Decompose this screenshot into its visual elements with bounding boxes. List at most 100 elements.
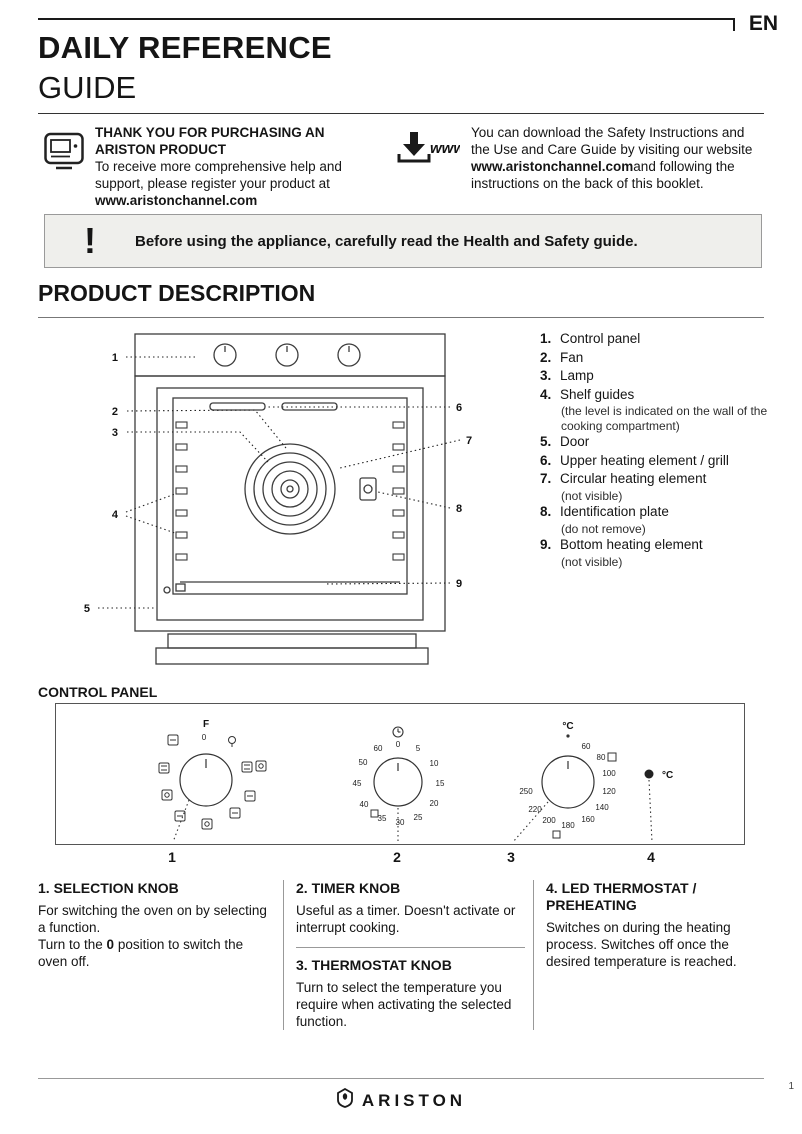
callout-leader-lines [98, 356, 461, 609]
title-divider [38, 113, 764, 114]
svg-text:160: 160 [581, 815, 595, 824]
svg-text:6: 6 [456, 402, 462, 414]
svg-text:120: 120 [602, 787, 616, 796]
brand-footer: ARISTON [0, 1087, 802, 1113]
svg-text:10: 10 [430, 759, 439, 768]
svg-text:180: 180 [561, 821, 575, 830]
svg-text:www: www [430, 140, 460, 157]
svg-text:200: 200 [542, 816, 556, 825]
selection-knob-section: 1. SELECTION KNOB For switching the oven… [38, 880, 283, 1030]
control-panel-diagram: F 0 [158, 719, 673, 843]
download-link: www.aristonchannel.com [471, 159, 634, 174]
part-item: 4.Shelf guides(the level is indicated on… [540, 386, 768, 433]
control-panel-box: F 0 [55, 703, 745, 845]
svg-text:7: 7 [466, 435, 472, 447]
parts-list: 1.Control panel 2.Fan 3.Lamp 4.Shelf gui… [540, 330, 788, 569]
language-badge: EN [748, 12, 778, 35]
svg-text:35: 35 [378, 814, 387, 823]
svg-text:80: 80 [597, 753, 606, 762]
page-title-line1: DAILY REFERENCE [38, 30, 332, 65]
exclamation-icon: ! [84, 220, 96, 261]
panel-callout-numbers: 1 2 3 4 [168, 849, 655, 865]
thermostat-knob-block: 3. THERMOSTAT KNOB Turn to select the te… [296, 947, 525, 1030]
defrost-symbol-icon [552, 830, 561, 839]
svg-text:100: 100 [602, 769, 616, 778]
part-item: 5.Door [540, 434, 590, 449]
timer-thermostat-section: 2. TIMER KNOB Useful as a timer. Doesn't… [283, 880, 533, 1030]
register-block: THANK YOU FOR PURCHASING AN ARISTON PROD… [44, 124, 396, 209]
svg-text:2: 2 [112, 406, 118, 418]
svg-text:45: 45 [353, 779, 362, 788]
www-download-icon: www [396, 130, 466, 209]
svg-text:9: 9 [456, 578, 462, 590]
shelf-guides [175, 421, 405, 561]
led-thermostat-title: 4. LED THERMOSTAT / PREHEATING [546, 880, 697, 913]
svg-text:60: 60 [582, 742, 591, 751]
intro-section: THANK YOU FOR PURCHASING AN ARISTON PROD… [44, 124, 778, 209]
part-item: 3.Lamp [540, 368, 594, 383]
oven-diagram: 1 2 3 4 5 6 7 8 9 [84, 333, 472, 665]
timer-tick-labels: 5 10 15 20 25 30 35 40 45 50 60 [353, 744, 445, 827]
svg-text:60: 60 [374, 744, 383, 753]
page-title: DAILY REFERENCE GUIDE [38, 30, 332, 106]
svg-text:15: 15 [436, 779, 445, 788]
svg-text:°C: °C [662, 770, 673, 781]
svg-text:8: 8 [456, 503, 462, 515]
part-item: 7.Circular heating element(not visible) [540, 471, 707, 503]
diagram-callout-numbers: 1 2 3 4 5 6 7 8 9 [84, 352, 472, 615]
svg-text:4: 4 [112, 509, 119, 521]
lamp-icon [228, 736, 236, 747]
register-link: www.aristonchannel.com [95, 193, 258, 208]
safety-warning-box: ! Before using the appliance, carefully … [44, 214, 762, 268]
timer-symbol-icon [370, 809, 379, 818]
svg-text:0: 0 [202, 733, 207, 742]
part-item: 9.Bottom heating element(not visible) [540, 537, 703, 569]
clock-icon [392, 726, 404, 738]
download-block: www You can download the Safety Instruct… [396, 124, 778, 209]
ariston-logo-icon [336, 1087, 354, 1113]
part-item: 2.Fan [540, 349, 584, 365]
grill-symbol-icon [607, 752, 617, 762]
svg-text:140: 140 [595, 803, 609, 812]
panel-leader-lines [172, 779, 653, 843]
oven-function-icons [158, 734, 267, 830]
part-item: 6.Upper heating element / grill [540, 452, 729, 468]
header-row: EN [38, 12, 778, 36]
svg-text:F: F [203, 719, 209, 730]
control-panel-heading: CONTROL PANEL [38, 684, 158, 700]
svg-text:20: 20 [430, 799, 439, 808]
register-heading: THANK YOU FOR PURCHASING AN ARISTON PROD… [95, 125, 325, 157]
register-body: To receive more comprehensive help and s… [95, 159, 342, 208]
svg-text:3: 3 [112, 427, 118, 439]
thermostat-tick-labels: 60 80 100 120 140 160 180 200 220 250 [519, 742, 616, 830]
page-number: 1 [788, 1081, 794, 1092]
svg-text:220: 220 [528, 805, 542, 814]
part-item: 8.Identification plate(do not remove) [540, 504, 669, 536]
download-body: You can download the Safety Instructions… [471, 125, 753, 191]
svg-text:5: 5 [416, 744, 421, 753]
knob-descriptions: 1. SELECTION KNOB For switching the oven… [38, 880, 774, 1030]
led-thermostat-section: 4. LED THERMOSTAT / PREHEATING Switches … [533, 880, 774, 1030]
svg-text:30: 30 [396, 818, 405, 827]
svg-text:25: 25 [414, 813, 423, 822]
svg-text:0: 0 [396, 740, 401, 749]
header-rule [38, 18, 735, 31]
product-description-heading: PRODUCT DESCRIPTION [38, 280, 316, 306]
svg-text:°C: °C [562, 721, 573, 732]
brand-name: ARISTON [361, 1090, 467, 1110]
safety-warning-text: Before using the appliance, carefully re… [135, 232, 638, 250]
product-description-divider [38, 317, 764, 318]
svg-text:250: 250 [519, 787, 533, 796]
thermostat-zero-dot [566, 734, 570, 738]
footer-divider [38, 1078, 764, 1079]
svg-text:5: 5 [84, 603, 90, 615]
svg-text:40: 40 [360, 800, 369, 809]
thermostat-knob-title: 3. THERMOSTAT KNOB [296, 957, 452, 973]
svg-text:50: 50 [359, 758, 368, 767]
register-device-icon [44, 130, 84, 209]
selection-knob-title: 1. SELECTION KNOB [38, 880, 179, 896]
svg-text:1: 1 [112, 352, 118, 364]
part-item: 1.Control panel [540, 331, 641, 346]
page-title-line2: GUIDE [38, 70, 137, 105]
